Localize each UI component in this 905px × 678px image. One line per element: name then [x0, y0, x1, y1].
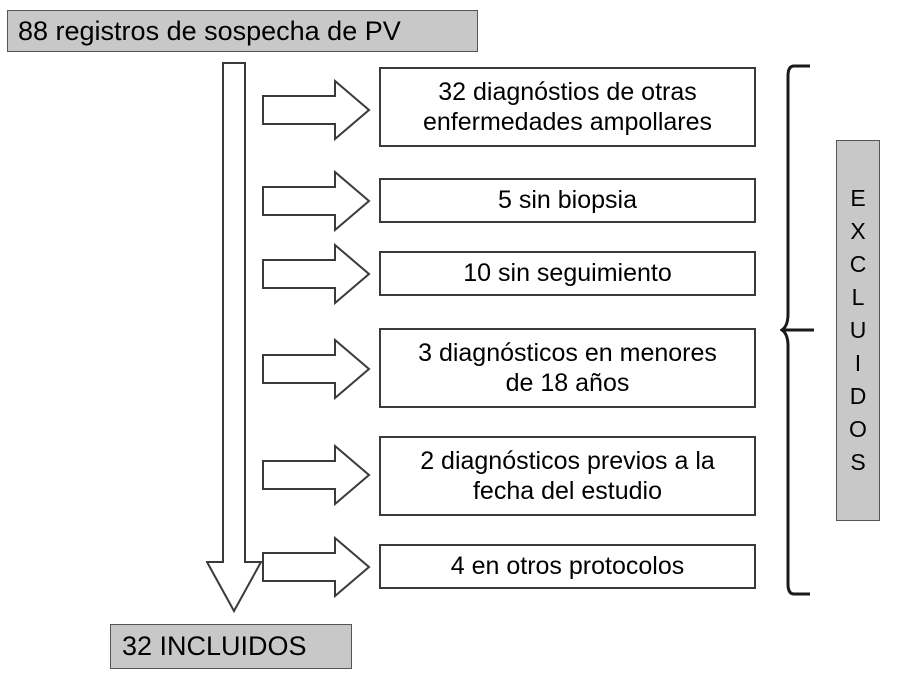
excluded-letter: X — [850, 217, 866, 244]
exclusion-reason-box-1: 32 diagnóstios de otras enfermedades amp… — [379, 67, 756, 147]
exclusion-reason-box-2: 5 sin biopsia — [379, 178, 756, 223]
excluded-letter: L — [851, 283, 865, 310]
right-arrow-icon-5 — [261, 444, 371, 506]
right-arrow-icon-6 — [261, 536, 371, 598]
excluded-letter: D — [849, 383, 867, 410]
exclusion-reason-line2: fecha del estudio — [472, 477, 663, 505]
exclusion-reason-line1: 10 sin seguimiento — [463, 259, 672, 288]
exclusion-reason-line1: 2 diagnósticos previos a la — [420, 446, 715, 475]
exclusion-reason-line1: 5 sin biopsia — [498, 186, 637, 215]
exclusion-reason-line1: 3 diagnósticos en menores — [418, 338, 717, 367]
exclusion-reason-line1: 4 en otros protocolos — [450, 552, 685, 581]
right-arrow-icon-1 — [261, 79, 371, 141]
exclusion-reason-line2: enfermedades ampollares — [422, 108, 713, 136]
exclusion-reason-box-3: 10 sin seguimiento — [379, 251, 756, 296]
excluded-letter: S — [850, 449, 866, 476]
source-records-box: 88 registros de sospecha de PV — [7, 10, 478, 52]
right-arrow-icon-2 — [261, 170, 371, 232]
excluded-letter: E — [850, 184, 866, 211]
exclusion-reason-box-5: 2 diagnósticos previos a la fecha del es… — [379, 436, 756, 516]
included-records-label: 32 INCLUIDOS — [122, 631, 307, 661]
excluded-letter: O — [849, 416, 867, 443]
exclusion-reason-box-4: 3 diagnósticos en menores de 18 años — [379, 328, 756, 408]
right-arrow-icon-4 — [261, 338, 371, 400]
excluded-letter: U — [849, 316, 867, 343]
source-records-label: 88 registros de sospecha de PV — [18, 15, 401, 46]
exclusion-reason-line1: 32 diagnóstios de otras — [438, 77, 697, 106]
excluded-letter: C — [849, 250, 867, 277]
exclusion-reason-box-6: 4 en otros protocolos — [379, 544, 756, 589]
curly-brace-icon — [780, 64, 820, 596]
excluded-group-box: E X C L U I D O S — [836, 140, 880, 521]
excluded-letter: I — [854, 350, 862, 377]
right-arrow-icon-3 — [261, 243, 371, 305]
down-arrow-icon — [206, 62, 262, 614]
included-records-box: 32 INCLUIDOS — [110, 624, 352, 669]
exclusion-reason-line2: de 18 años — [505, 369, 630, 397]
